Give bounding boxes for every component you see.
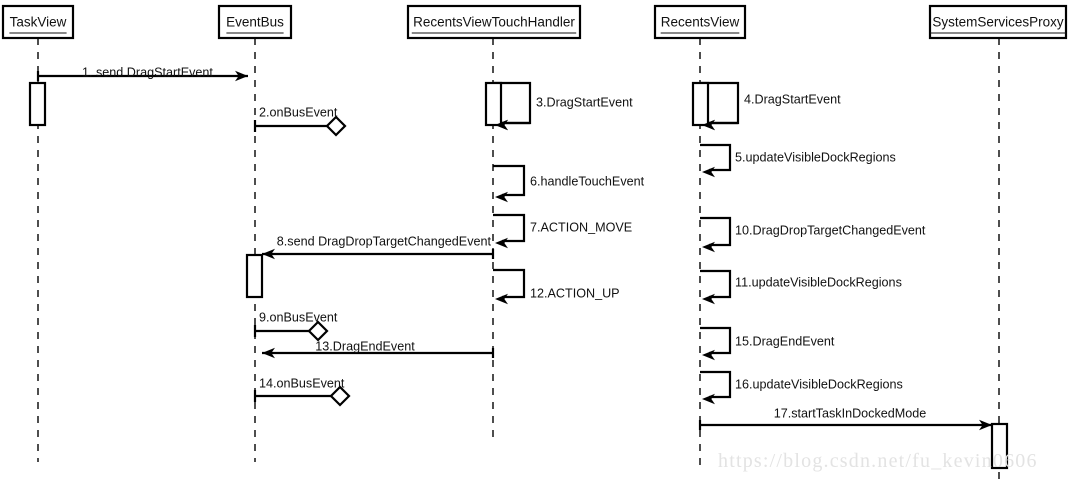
message-9[interactable]: 9.onBusEvent [253,310,338,342]
message-label-11: 11.updateVisibleDockRegions [735,275,902,289]
message-diamond [325,115,347,137]
message-16[interactable]: 16.updateVisibleDockRegions [700,370,903,405]
message-label-5: 5.updateVisibleDockRegions [735,150,896,164]
activation-bar-systemservicesproxy[interactable] [990,422,1009,470]
message-6[interactable]: 6.handleTouchEvent [493,164,645,203]
arrow-head [495,237,508,249]
participant-label-recentsviewtouchhandler: RecentsViewTouchHandler [413,15,575,30]
message-label-4: 4.DragStartEvent [744,92,841,106]
message-label-6: 6.handleTouchEvent [530,174,645,188]
message-17[interactable]: 17.startTaskInDockedMode [698,406,992,431]
message-label-13: 13.DragEndEvent [315,339,415,353]
message-11[interactable]: 11.updateVisibleDockRegions [700,269,902,305]
arrow-head [495,191,508,203]
message-diamond [307,320,329,342]
message-label-3: 3.DragStartEvent [536,95,633,109]
message-label-16: 16.updateVisibleDockRegions [735,377,903,391]
message-label-17: 17.startTaskInDockedMode [774,406,927,420]
activation-bar-eventbus[interactable] [245,253,264,299]
message-5[interactable]: 5.updateVisibleDockRegions [700,143,896,178]
participant-systemservicesproxy: SystemServicesProxy [928,4,1068,484]
arrow-head [702,119,715,131]
message-1[interactable]: 1. send DragStartEvent [36,65,248,82]
arrow-head [702,293,715,305]
message-self-loop [700,216,732,247]
arrow-head [702,241,715,253]
message-label-9: 9.onBusEvent [259,310,338,324]
participant-label-eventbus: EventBus [226,15,284,30]
message-self-loop [700,370,732,399]
message-7[interactable]: 7.ACTION_MOVE [493,213,632,249]
participant-taskview: TaskView [1,4,75,462]
message-15[interactable]: 15.DragEndEvent [700,326,835,361]
activation-bar-recentsview[interactable] [691,81,710,127]
message-13[interactable]: 13.DragEndEvent [262,339,495,359]
participant-recentsview: RecentsView [653,4,747,472]
arrow-head [702,349,715,361]
message-self-loop [700,143,732,172]
message-label-10: 10.DragDropTargetChangedEvent [735,223,926,237]
participant-label-systemservicesproxy: SystemServicesProxy [932,15,1064,30]
watermark-text: https://blog.csdn.net/fu_kevin0606 [718,450,1038,472]
message-self-loop [493,268,526,299]
participant-label-taskview: TaskView [10,15,67,30]
message-14[interactable]: 14.onBusEvent [253,376,351,407]
message-self-loop [493,213,526,243]
message-self-loop [700,269,732,299]
message-2[interactable]: 2.onBusEvent [253,105,347,137]
message-label-14: 14.onBusEvent [259,376,345,390]
arrow-head [262,248,275,260]
arrow-head [702,393,715,405]
message-self-loop [493,164,526,197]
activation-bar-taskview[interactable] [28,81,47,127]
participant-eventbus: EventBus [217,4,293,462]
message-label-8: 8.send DragDropTargetChangedEvent [277,234,492,248]
message-label-15: 15.DragEndEvent [735,334,835,348]
participant-label-recentsview: RecentsView [661,15,740,30]
arrow-head [495,119,508,131]
activation-bar-recentsviewtouchhandler[interactable] [484,81,503,127]
message-label-12: 12.ACTION_UP [530,286,620,300]
arrow-head [235,70,248,82]
message-diamond [329,385,351,407]
arrow-head [702,166,715,178]
message-self-loop [700,326,732,355]
message-label-1: 1. send DragStartEvent [82,65,213,79]
message-10[interactable]: 10.DragDropTargetChangedEvent [700,216,926,253]
arrow-head [262,347,275,359]
message-8[interactable]: 8.send DragDropTargetChangedEvent [262,234,495,260]
participant-recentsviewtouchhandler: RecentsViewTouchHandler [406,4,582,440]
message-label-7: 7.ACTION_MOVE [530,220,632,234]
message-label-2: 2.onBusEvent [259,105,338,119]
message-12[interactable]: 12.ACTION_UP [493,268,620,305]
message-4-arrow-overlay [702,119,738,131]
arrow-head [495,293,508,305]
arrow-head [979,419,992,431]
message-3-arrow-overlay [495,119,530,131]
